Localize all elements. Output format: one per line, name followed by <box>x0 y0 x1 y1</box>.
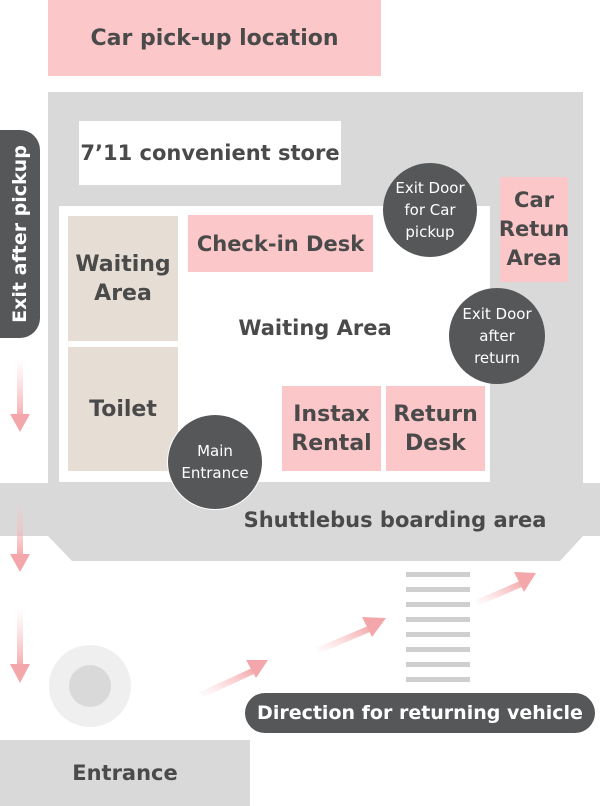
entrance: Entrance <box>0 740 250 806</box>
checkin-desk: Check-in Desk <box>188 215 373 272</box>
exit-door-pickup: Exit Door for Car pickup <box>383 163 477 257</box>
exit-path-arrows <box>10 358 30 683</box>
return-desk-label: Return Desk <box>393 401 478 456</box>
car-pickup-location: Car pick-up location <box>48 0 381 76</box>
waiting-area-center-label: Waiting Area <box>238 316 392 340</box>
waiting-area-left: Waiting Area <box>68 216 178 341</box>
instax-rental: Instax Rental <box>282 386 381 471</box>
store-label: 7’11 convenient store <box>80 141 340 165</box>
roundabout-center <box>69 665 111 707</box>
down-arrow-icon <box>10 500 30 572</box>
diagonal-arrow-icon <box>316 617 386 654</box>
direction-returning-label: Direction for returning vehicle <box>257 702 583 724</box>
down-arrow-icon <box>10 608 30 683</box>
exit-door-return-label: Exit Door after return <box>462 305 532 367</box>
entrance-label: Entrance <box>72 761 178 785</box>
return-path-arrows <box>200 572 536 698</box>
toilet-label: Toilet <box>89 396 157 422</box>
crosswalk <box>406 572 470 682</box>
main-entrance-label: Main Entrance <box>181 442 249 482</box>
exit-after-pickup-pill: Exit after pickup <box>0 130 40 338</box>
diagonal-arrow-icon <box>476 572 536 606</box>
exit-after-pickup-label: Exit after pickup <box>9 145 31 323</box>
roundabout <box>49 645 131 727</box>
diagonal-arrow-icon <box>200 660 268 698</box>
shuttlebus-label: Shuttlebus boarding area <box>243 508 547 532</box>
instax-rental-label: Instax Rental <box>291 401 372 456</box>
waiting-area-left-label: Waiting Area <box>75 251 171 306</box>
return-desk: Return Desk <box>386 386 485 471</box>
toilet: Toilet <box>68 347 178 471</box>
down-arrow-icon <box>10 358 30 432</box>
convenience-store: 7’11 convenient store <box>79 121 341 185</box>
exit-door-pickup-label: Exit Door for Car pickup <box>395 179 465 241</box>
main-entrance: Main Entrance <box>167 414 263 510</box>
checkin-desk-label: Check-in Desk <box>196 231 365 256</box>
shuttlebus-area <box>0 483 600 561</box>
waiting-area-center: Waiting Area <box>215 308 415 348</box>
car-pickup-label: Car pick-up location <box>90 25 339 51</box>
car-return-area-label: Car Retun Area <box>498 188 570 270</box>
car-return-area: Car Retun Area <box>498 177 570 282</box>
shuttlebus-label-box: Shuttlebus boarding area <box>200 502 590 538</box>
direction-returning-pill: Direction for returning vehicle <box>245 693 595 733</box>
exit-door-return: Exit Door after return <box>449 288 545 384</box>
